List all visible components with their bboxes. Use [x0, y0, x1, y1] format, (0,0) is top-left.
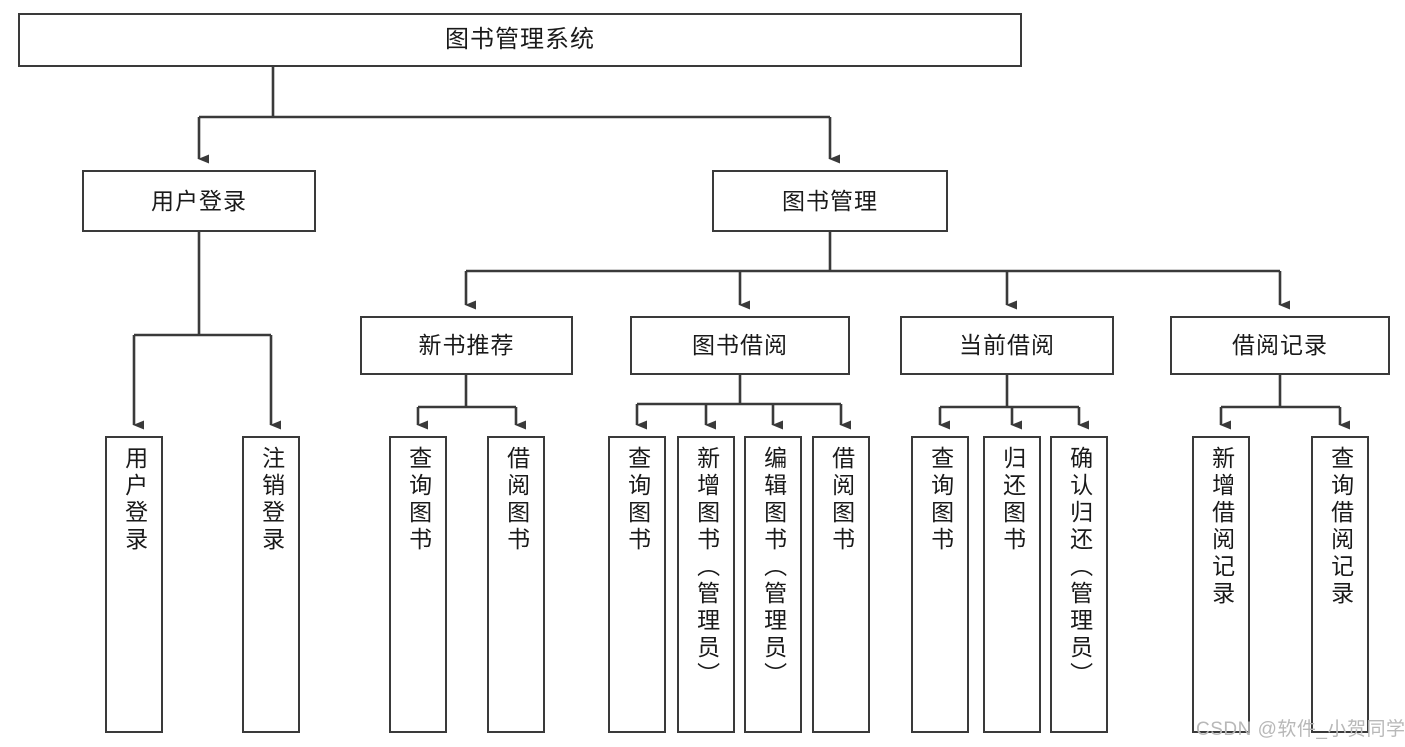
node-leaf-add-book-admin[interactable]: 新增图书（管理员） — [677, 436, 735, 733]
node-leaf-confirm-return-admin-label: 确认归还（管理员） — [1066, 446, 1093, 689]
node-leaf-query-book-rec-label: 查询图书 — [405, 446, 432, 554]
node-borrow-record-label: 借阅记录 — [1232, 332, 1328, 359]
node-leaf-query-book-current[interactable]: 查询图书 — [911, 436, 969, 733]
node-leaf-borrow-book[interactable]: 借阅图书 — [812, 436, 870, 733]
node-leaf-borrow-book-label: 借阅图书 — [828, 446, 855, 554]
node-leaf-add-book-admin-label: 新增图书（管理员） — [693, 446, 720, 689]
node-root-label: 图书管理系统 — [445, 26, 595, 54]
node-book-manage[interactable]: 图书管理 — [712, 170, 948, 232]
node-user-login[interactable]: 用户登录 — [82, 170, 316, 232]
node-leaf-borrow-book-rec[interactable]: 借阅图书 — [487, 436, 545, 733]
node-leaf-query-borrow-record[interactable]: 查询借阅记录 — [1311, 436, 1369, 733]
node-borrow-record[interactable]: 借阅记录 — [1170, 316, 1390, 375]
node-leaf-confirm-return-admin[interactable]: 确认归还（管理员） — [1050, 436, 1108, 733]
node-leaf-query-book-current-label: 查询图书 — [927, 446, 954, 554]
node-leaf-borrow-book-rec-label: 借阅图书 — [503, 446, 530, 554]
node-leaf-user-login-label: 用户登录 — [121, 446, 148, 554]
node-root[interactable]: 图书管理系统 — [18, 13, 1022, 67]
node-leaf-query-book-borrow-label: 查询图书 — [624, 446, 651, 554]
node-book-borrow-label: 图书借阅 — [692, 332, 788, 359]
node-leaf-query-borrow-record-label: 查询借阅记录 — [1327, 446, 1354, 608]
node-leaf-edit-book-admin-label: 编辑图书（管理员） — [760, 446, 787, 689]
csdn-watermark: CSDN @软件_小贺同学 — [1196, 719, 1405, 740]
node-leaf-query-book-borrow[interactable]: 查询图书 — [608, 436, 666, 733]
node-book-borrow[interactable]: 图书借阅 — [630, 316, 850, 375]
node-current-borrow[interactable]: 当前借阅 — [900, 316, 1114, 375]
node-leaf-add-borrow-record-label: 新增借阅记录 — [1208, 446, 1235, 608]
node-leaf-logout[interactable]: 注销登录 — [242, 436, 300, 733]
node-leaf-query-book-rec[interactable]: 查询图书 — [389, 436, 447, 733]
node-book-manage-label: 图书管理 — [782, 187, 878, 214]
node-leaf-edit-book-admin[interactable]: 编辑图书（管理员） — [744, 436, 802, 733]
node-new-book-recommend-label: 新书推荐 — [418, 332, 515, 359]
node-leaf-return-book[interactable]: 归还图书 — [983, 436, 1041, 733]
node-leaf-add-borrow-record[interactable]: 新增借阅记录 — [1192, 436, 1250, 733]
node-leaf-return-book-label: 归还图书 — [999, 446, 1026, 554]
node-leaf-user-login[interactable]: 用户登录 — [105, 436, 163, 733]
node-leaf-logout-label: 注销登录 — [258, 446, 285, 554]
node-user-login-label: 用户登录 — [151, 187, 247, 214]
node-current-borrow-label: 当前借阅 — [959, 332, 1055, 359]
node-new-book-recommend[interactable]: 新书推荐 — [360, 316, 573, 375]
